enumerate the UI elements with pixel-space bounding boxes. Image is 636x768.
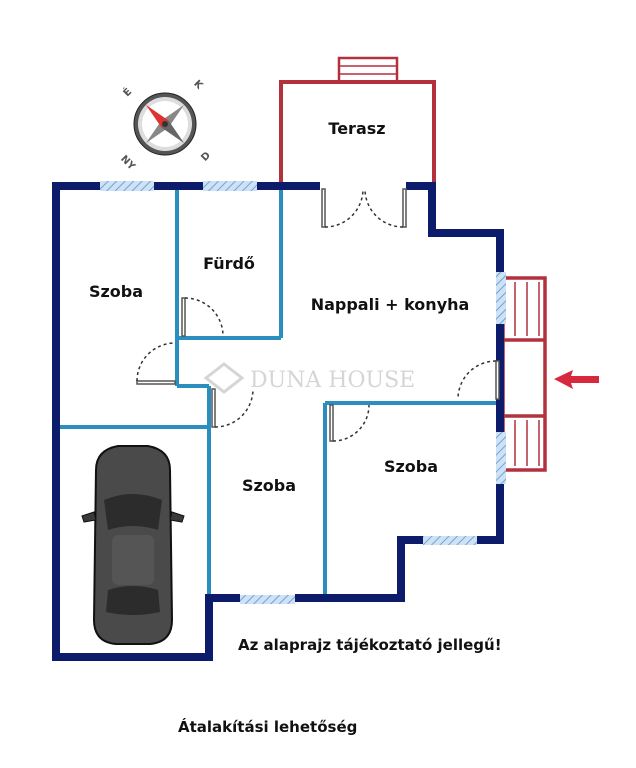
room-label-terasz: Terasz xyxy=(328,119,385,138)
room-label-furdo: Fürdő xyxy=(203,254,255,273)
outer-wall xyxy=(52,182,504,661)
room-label-szoba-right: Szoba xyxy=(384,457,438,476)
compass-north-label: É xyxy=(120,85,134,99)
room-label-nappali: Nappali + konyha xyxy=(311,295,470,314)
compass-east-label: K xyxy=(191,78,205,92)
interior-walls xyxy=(56,186,500,598)
watermark-text: DUNA HOUSE xyxy=(250,368,415,393)
terrace-door xyxy=(321,188,326,228)
entry-arrow-icon xyxy=(554,370,599,389)
room-label-szoba-left: Szoba xyxy=(89,282,143,301)
car-icon xyxy=(81,445,185,645)
compass-icon: É K D NY xyxy=(118,78,213,173)
caption: Átalakítási lehetőség xyxy=(178,718,358,736)
room-label-szoba-center: Szoba xyxy=(242,476,296,495)
windows xyxy=(100,181,506,604)
disclaimer-note: Az alaprajz tájékoztató jellegű! xyxy=(238,636,502,654)
terrace xyxy=(279,56,436,186)
compass-south-label: D xyxy=(199,150,213,164)
doors xyxy=(136,188,500,442)
watermark: DUNA HOUSE xyxy=(203,362,415,394)
side-stairs xyxy=(501,276,547,472)
compass-west-label: NY xyxy=(118,154,137,173)
